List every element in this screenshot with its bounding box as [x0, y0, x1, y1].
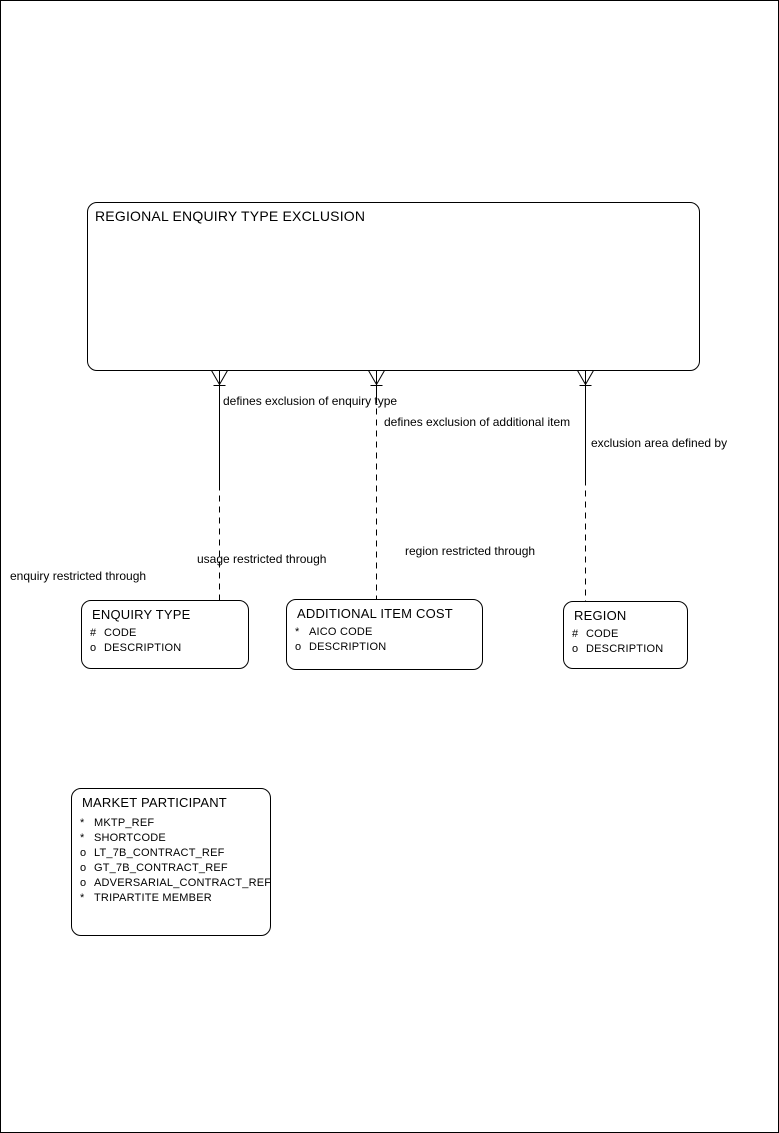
attribute-name: LT_7B_CONTRACT_REF	[94, 847, 225, 859]
attribute-row: o DESCRIPTION	[572, 643, 687, 658]
attribute-row: o DESCRIPTION	[295, 641, 482, 656]
relationship-line-region[interactable]	[577, 370, 594, 602]
entity-market-participant[interactable]: MARKET PARTICIPANT * MKTP_REF * SHORTCOD…	[71, 788, 271, 936]
attribute-row: o LT_7B_CONTRACT_REF	[80, 847, 270, 862]
entity-regional-enquiry-type-exclusion[interactable]: REGIONAL ENQUIRY TYPE EXCLUSION	[87, 202, 700, 371]
attribute-row: # CODE	[572, 628, 687, 643]
relationship-line-enquiry-type[interactable]	[211, 370, 228, 601]
attribute-name: MKTP_REF	[94, 817, 155, 829]
crow-foot-icon	[368, 370, 385, 385]
attribute-row: o GT_7B_CONTRACT_REF	[80, 862, 270, 877]
attribute-optionality-mark: *	[80, 817, 85, 829]
attribute-name: ADVERSARIAL_CONTRACT_REF	[94, 877, 271, 889]
attribute-name: TRIPARTITE MEMBER	[94, 892, 212, 904]
attribute-name: AICO CODE	[309, 626, 373, 638]
entity-title: REGIONAL ENQUIRY TYPE EXCLUSION	[95, 208, 366, 224]
entity-additional-item-cost[interactable]: ADDITIONAL ITEM COST * AICO CODE o DESCR…	[286, 599, 483, 670]
relationship-label-exclusion-area-defined-by: exclusion area defined by	[591, 436, 728, 450]
attribute-optionality-mark: o	[572, 643, 579, 655]
entity-enquiry-type[interactable]: ENQUIRY TYPE # CODE o DESCRIPTION	[81, 600, 249, 669]
attribute-row: * AICO CODE	[295, 626, 482, 641]
attribute-name: CODE	[104, 627, 137, 639]
attribute-name: GT_7B_CONTRACT_REF	[94, 862, 228, 874]
attribute-optionality-mark: *	[80, 832, 85, 844]
attribute-optionality-mark: o	[295, 641, 302, 653]
relationship-label-usage-restricted-through: usage restricted through	[197, 552, 327, 566]
attribute-optionality-mark: o	[80, 862, 87, 874]
attribute-row: * MKTP_REF	[80, 817, 270, 832]
relationship-label-defines-exclusion-of-enquiry-type: defines exclusion of enquiry type	[223, 394, 398, 408]
attribute-row: * SHORTCODE	[80, 832, 270, 847]
relationship-label-region-restricted-through: region restricted through	[405, 544, 536, 558]
entity-title: REGION	[574, 608, 627, 623]
attribute-optionality-mark: #	[572, 628, 579, 640]
entity-region[interactable]: REGION # CODE o DESCRIPTION	[563, 601, 688, 669]
attribute-optionality-mark: o	[90, 642, 97, 654]
attribute-name: DESCRIPTION	[586, 643, 664, 655]
crow-foot-icon	[211, 370, 228, 385]
attribute-optionality-mark: #	[90, 627, 97, 639]
attribute-row: * TRIPARTITE MEMBER	[80, 892, 270, 907]
attribute-name: DESCRIPTION	[309, 641, 387, 653]
relationship-label-enquiry-restricted-through: enquiry restricted through	[10, 569, 147, 583]
attribute-row: o ADVERSARIAL_CONTRACT_REF	[80, 877, 270, 892]
entity-title: ENQUIRY TYPE	[92, 607, 191, 622]
entity-title: MARKET PARTICIPANT	[82, 795, 227, 810]
relationship-line-additional-item-cost[interactable]	[368, 370, 385, 600]
attribute-optionality-mark: o	[80, 847, 87, 859]
attribute-optionality-mark: *	[295, 626, 300, 638]
entity-title: ADDITIONAL ITEM COST	[297, 606, 453, 621]
attribute-optionality-mark: o	[80, 877, 87, 889]
attribute-name: SHORTCODE	[94, 832, 166, 844]
attribute-name: CODE	[586, 628, 619, 640]
attribute-row: o DESCRIPTION	[90, 642, 248, 657]
crow-foot-icon	[577, 370, 594, 385]
attribute-row: # CODE	[90, 627, 248, 642]
attribute-name: DESCRIPTION	[104, 642, 182, 654]
attribute-optionality-mark: *	[80, 892, 85, 904]
relationship-label-defines-exclusion-of-additional-item: defines exclusion of additional item	[384, 415, 571, 429]
